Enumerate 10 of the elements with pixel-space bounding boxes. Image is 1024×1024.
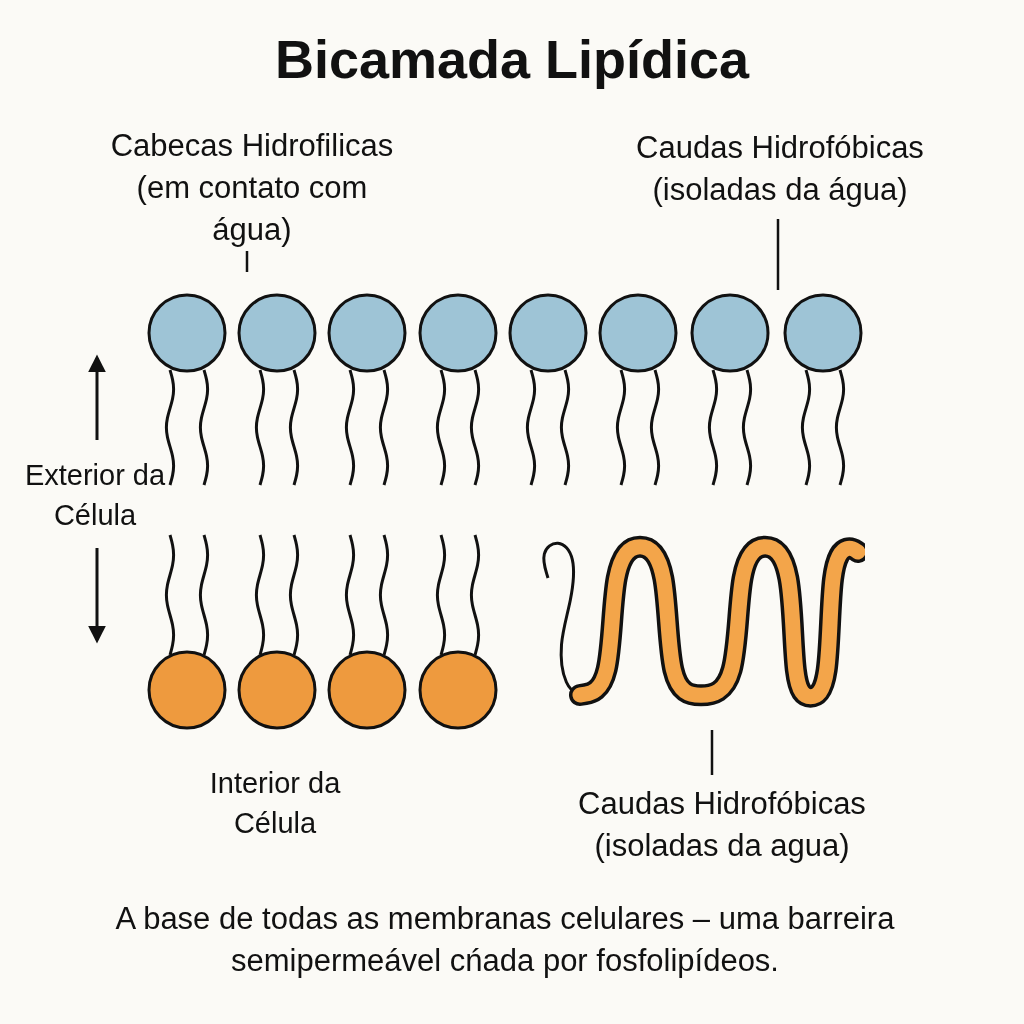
region-label: Interior da Célula <box>208 766 342 841</box>
leader-line <box>710 730 714 775</box>
callout-label: Caudas Hidrofóbicas (isoladas da agua) <box>577 785 867 865</box>
callout-label: Caudas Hidrofóbicas (isoladas da água) <box>635 129 925 209</box>
leader-line <box>245 251 249 272</box>
title: Bicamada Lipídica <box>273 28 751 90</box>
leader-line <box>776 219 780 290</box>
callout-label: Cabecas Hidrofilicas (em contato com água) <box>109 127 395 249</box>
caption: A base de todas as membranas celulares – uma barreira semipermeável cńada por fosfolipídeos. <box>114 900 896 980</box>
region-label: Exterior da Célula <box>23 458 167 533</box>
